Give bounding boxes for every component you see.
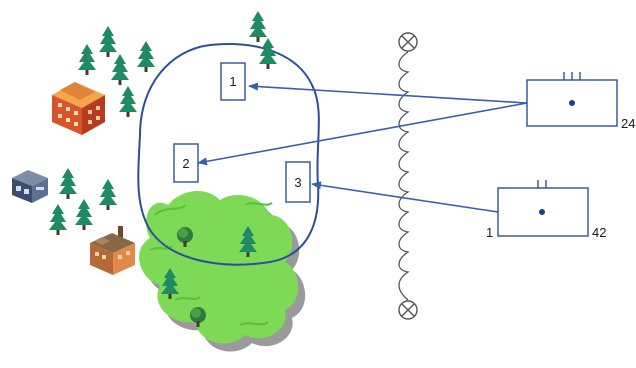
house-icon <box>12 170 48 203</box>
forest-tree-icon <box>177 227 206 327</box>
zone-boundary <box>137 43 320 266</box>
device-number-42: 42 <box>592 225 606 240</box>
device-number-24: 24 <box>621 116 635 131</box>
zone-box-2: 2 <box>173 143 199 183</box>
building-icon <box>52 82 105 135</box>
arrow-device1-zone1 <box>248 82 528 104</box>
zone-box-3: 3 <box>285 161 311 203</box>
zone-label-3: 3 <box>294 175 301 190</box>
device-box-24: 24 <box>526 72 635 131</box>
factory-icon <box>90 226 135 275</box>
forest-icon <box>139 190 306 352</box>
zone-box-1: 1 <box>220 62 246 101</box>
zone-label-2: 2 <box>182 156 189 171</box>
device-left-number: 1 <box>486 225 493 240</box>
device-box-42: 1 42 <box>486 180 606 240</box>
arrow-device1-zone2 <box>197 102 528 166</box>
lamp-icon <box>398 300 418 320</box>
lamp-icon <box>398 32 418 52</box>
coil-line <box>398 51 410 301</box>
zone-label-1: 1 <box>229 74 236 89</box>
arrow-device2-zone3 <box>311 181 499 213</box>
